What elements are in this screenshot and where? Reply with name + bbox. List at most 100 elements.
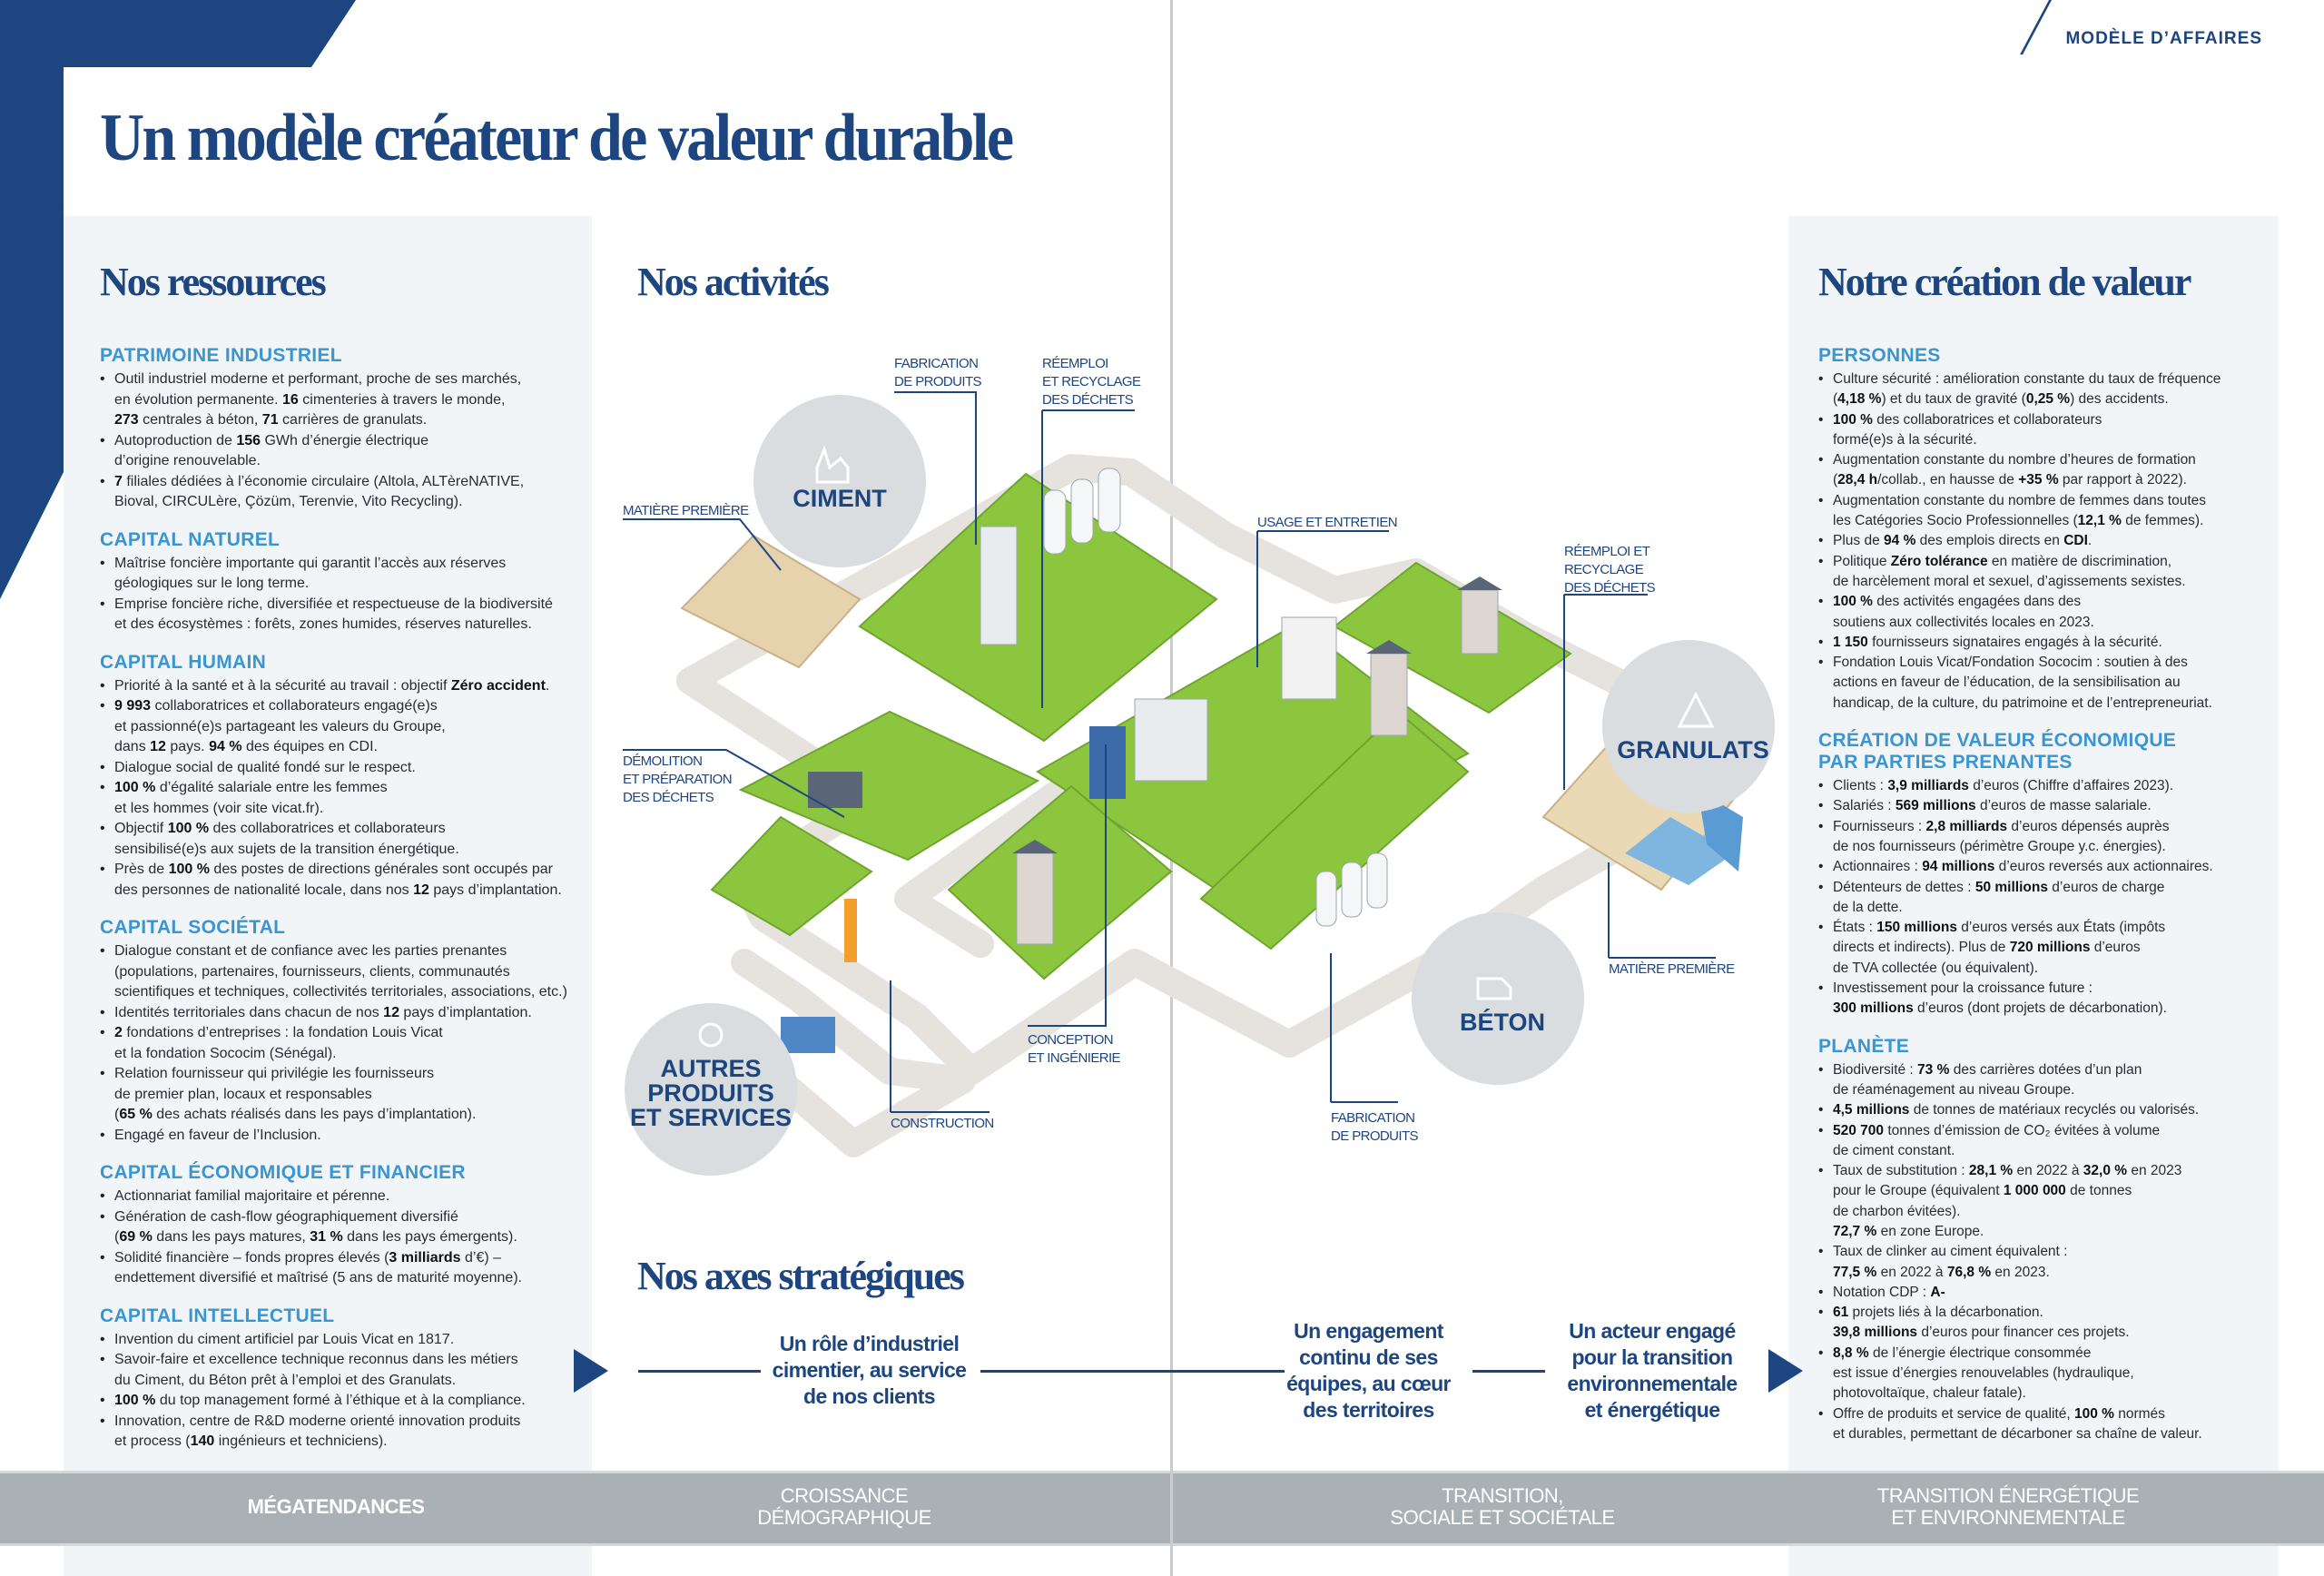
item-text: Investissement pour la croissance future… — [1833, 980, 2093, 997]
item-text: des collaboratrices et collaborateurs se… — [114, 821, 459, 857]
strategy-heading: Nos axes stratégiques — [637, 1254, 965, 1298]
highlight-figure: 72,7 % — [1833, 1223, 1877, 1239]
list-item: Taux de substitution : 28,1 % en 2022 à … — [1818, 1161, 2272, 1242]
section-title: PLANÈTE — [1818, 1035, 1910, 1057]
label-usage-entretien: USAGE ET ENTRETIEN — [1257, 515, 1397, 530]
list-item: Engagé en faveur de l’Inclusion. — [100, 1126, 595, 1147]
list-item: 1 150 fournisseurs signataires engagés à… — [1818, 633, 2272, 654]
highlight-figure: 32,0 % — [2083, 1163, 2128, 1179]
label-reemploi-right-2: RECYCLAGE — [1564, 562, 1644, 577]
section-title: PERSONNES — [1818, 345, 1941, 366]
trend-social: TRANSITION, SOCIALE ET SOCIÉTALE — [1390, 1484, 1615, 1529]
item-text: centrales à béton, — [138, 412, 262, 428]
highlight-figure: 94 % — [1884, 533, 1916, 549]
axis-connector — [980, 1370, 1285, 1373]
list-item: Clients : 3,9 milliards d’euros (Chiffre… — [1818, 776, 2272, 797]
item-text: Engagé en faveur de l’Inclusion. — [114, 1127, 321, 1143]
item-text: Plus de — [1833, 533, 1885, 549]
list-item: Augmentation constante du nombre d’heure… — [1818, 450, 2272, 491]
label-conception-1: CONCEPTION — [1028, 1032, 1113, 1048]
section-title: CAPITAL HUMAIN — [100, 651, 267, 673]
highlight-figure: 2,8 milliards — [1925, 818, 2008, 834]
list-item: Innovation, centre de R&D moderne orient… — [100, 1412, 595, 1453]
bullet-list: Culture sécurité : amélioration constant… — [1818, 369, 2272, 714]
page-title: Un modèle créateur de valeur durable — [100, 101, 1014, 175]
item-text: dans les pays émergents). — [342, 1229, 517, 1245]
megatrends-band — [0, 1471, 2324, 1546]
band-divider — [1170, 1471, 1173, 1546]
item-text: de tonnes de matériaux recyclés ou valor… — [1909, 1102, 2200, 1118]
highlight-figure: Zéro accident — [450, 677, 546, 694]
item-text: Politique — [1833, 553, 1891, 569]
item-text: Notation CDP : — [1833, 1284, 1931, 1300]
item-text: Fondation Louis Vicat/Fondation Sococim … — [1833, 655, 2212, 711]
highlight-figure: 12 — [150, 739, 166, 754]
list-item: 61 projets liés à la décarbonation. 39,8… — [1818, 1303, 2272, 1344]
list-item: Fournisseurs : 2,8 milliards d’euros dép… — [1818, 817, 2272, 858]
section-title: CRÉATION DE VALEUR ÉCONOMIQUE PAR PARTIE… — [1818, 730, 2177, 773]
axis-industrial-role: Un rôle d’industriel cimentier, au servi… — [772, 1332, 967, 1408]
axis-team-engagement: Un engagement continu de ses équipes, au… — [1286, 1319, 1451, 1422]
label-reemploi-top-1: RÉEMPLOI — [1042, 356, 1108, 371]
circle-autres-line2: PRODUITS — [647, 1079, 774, 1107]
item-text: Savoir-faire et excellence technique rec… — [114, 1352, 518, 1388]
item-text: Fournisseurs : — [1833, 818, 1926, 834]
item-text: d’euros (Chiffre d’affaires 2023). — [1968, 778, 2174, 794]
highlight-figure: 71 — [261, 412, 279, 428]
item-text: Augmentation constante du nombre de femm… — [1833, 492, 2206, 529]
item-text: États : — [1833, 920, 1877, 936]
highlight-figure: 12 — [383, 1004, 399, 1020]
item-text: d’euros pour financer ces projets. — [1917, 1325, 2130, 1341]
buildings — [781, 468, 1502, 1053]
list-item: Invention du ciment artificiel par Louis… — [100, 1330, 595, 1351]
highlight-figure: 150 millions — [1876, 920, 1957, 936]
item-text: cimenteries à travers le monde, — [302, 391, 506, 408]
item-text: Dialogue constant et de confiance avec l… — [114, 943, 567, 1000]
activities-heading: Nos activités — [637, 260, 830, 304]
item-text: Objectif — [114, 821, 168, 836]
item-text: d’euros dépensés auprès de nos fournisse… — [1833, 818, 2170, 854]
label-fabrication-bottom-2: DE PRODUITS — [1331, 1128, 1419, 1144]
capital-section: CAPITAL HUMAINPriorité à la santé et à l… — [100, 652, 595, 901]
item-text: ingénieurs et techniciens). — [214, 1433, 388, 1449]
item-text: fondations d’entreprises : la fondation … — [114, 1025, 443, 1061]
circle-ciment: CIMENT — [793, 485, 887, 512]
section-title: CAPITAL INTELLECTUEL — [100, 1305, 335, 1326]
highlight-figure: 94 millions — [1922, 859, 1995, 875]
value-creation-heading: Notre création de valeur — [1818, 260, 2191, 304]
item-text: en 2022 à — [2013, 1163, 2083, 1179]
highlight-figure: 140 — [190, 1433, 215, 1449]
label-reemploi-top-2: ET RECYCLAGE — [1042, 374, 1141, 389]
item-text: des emplois directs en — [1915, 533, 2064, 549]
list-item: Identités territoriales dans chacun de n… — [100, 1003, 595, 1024]
trend-demographic: CROISSANCE DÉMOGRAPHIQUE — [757, 1484, 931, 1529]
list-item: Culture sécurité : amélioration constant… — [1818, 369, 2272, 410]
list-item: 4,5 millions de tonnes de matériaux recy… — [1818, 1100, 2272, 1121]
item-text: d’euros de TVA collectée (ou équivalent)… — [1833, 940, 2141, 976]
label-fabrication-bottom-1: FABRICATION — [1331, 1110, 1414, 1126]
list-item: Salariés : 569 millions d’euros de masse… — [1818, 796, 2272, 817]
list-item: Emprise foncière riche, diversifiée et r… — [100, 595, 595, 635]
list-item: 100 % du top management formé à l’éthiqu… — [100, 1391, 595, 1412]
item-text: des carrières dotées d’un plan de réamén… — [1833, 1061, 2142, 1098]
item-text: dans les pays matures, — [152, 1229, 310, 1245]
highlight-figure: 1 150 — [1833, 634, 1868, 650]
gear-icon — [698, 1022, 724, 1048]
list-item: 100 % d’égalité salariale entre les femm… — [100, 778, 595, 819]
item-text: en zone Europe. — [1876, 1223, 1984, 1239]
highlight-figure: 12 — [413, 882, 429, 898]
highlight-figure: 61 — [1833, 1305, 1849, 1321]
resources-column: PATRIMOINE INDUSTRIELOutil industriel mo… — [100, 345, 595, 1469]
highlight-figure: 31 % — [310, 1229, 343, 1245]
list-item: Plus de 94 % des emplois directs en CDI. — [1818, 531, 2272, 552]
highlight-figure: 16 — [282, 391, 299, 408]
list-item: Objectif 100 % des collaboratrices et co… — [100, 819, 595, 860]
bullet-list: Actionnariat familial majoritaire et pér… — [100, 1187, 595, 1289]
highlight-figure: 2 — [114, 1025, 123, 1040]
label-matiere-premiere-left: MATIÈRE PREMIÈRE — [623, 503, 749, 518]
label-demolition-2: ET PRÉPARATION — [623, 772, 732, 787]
